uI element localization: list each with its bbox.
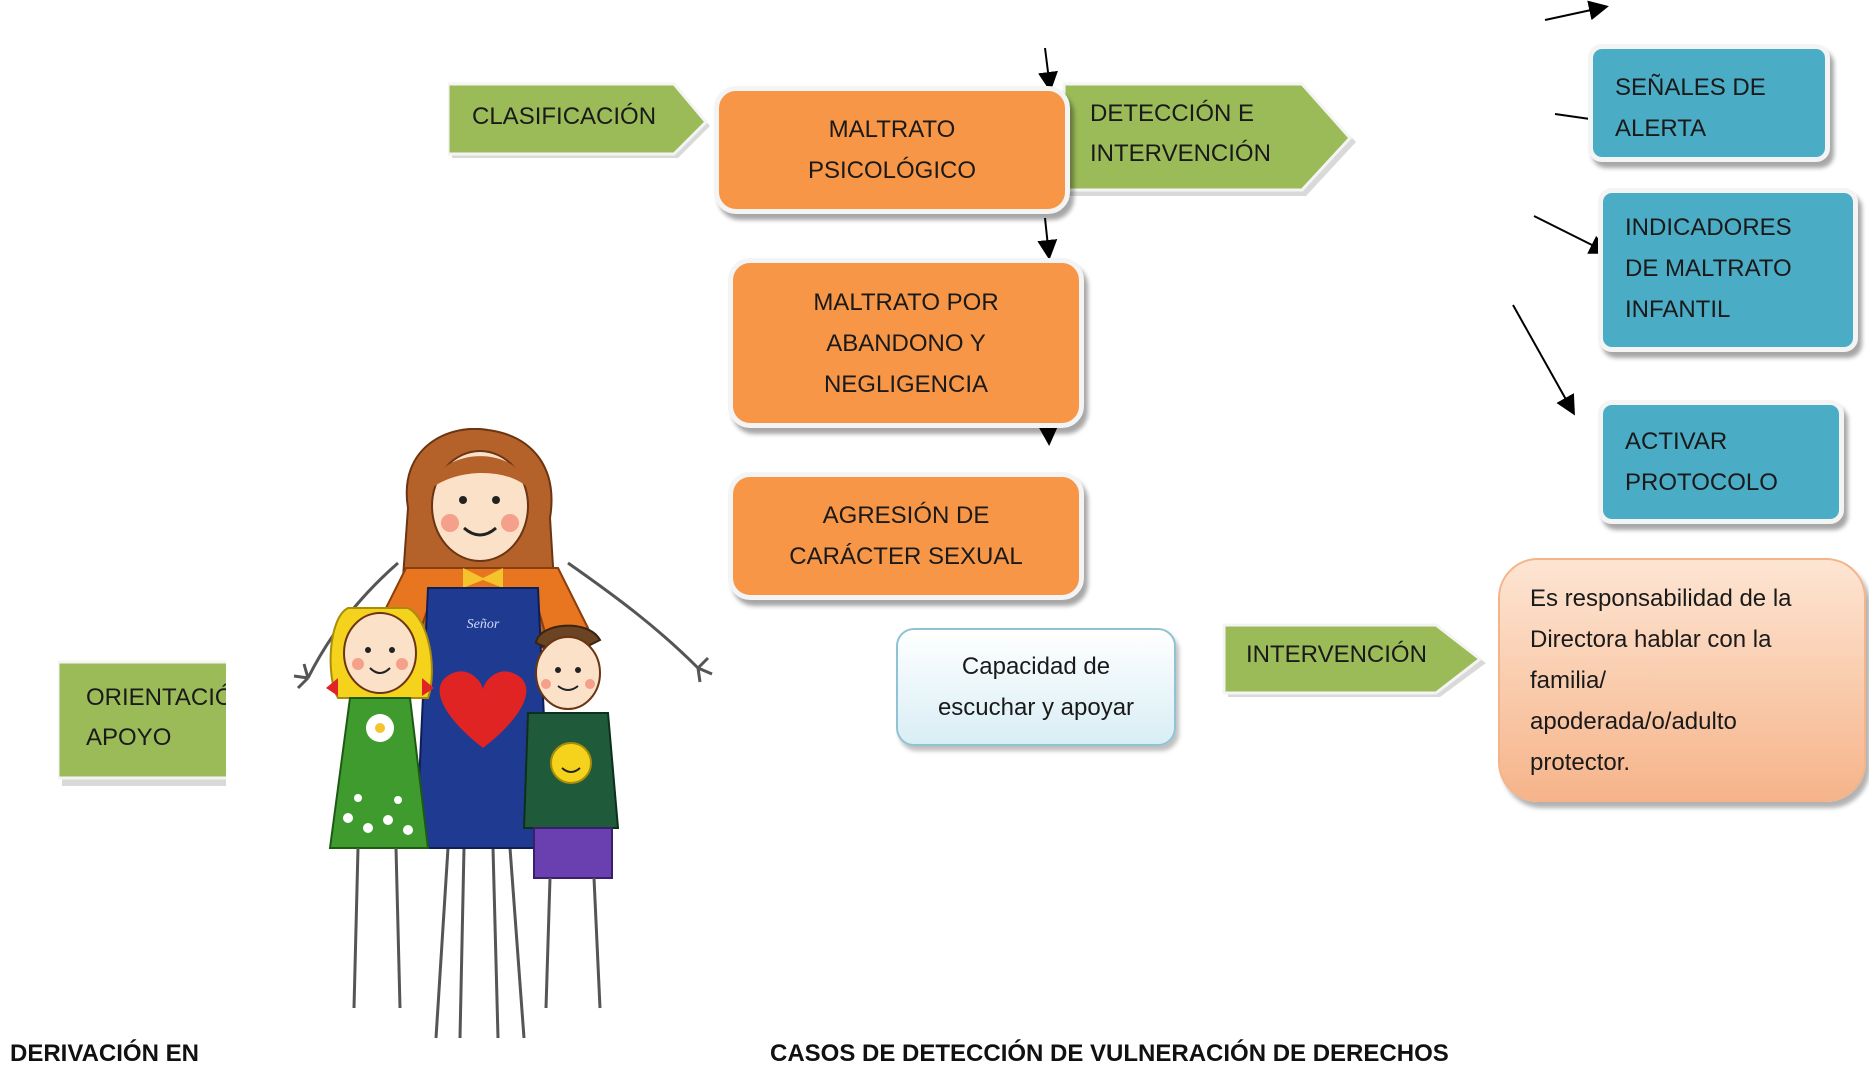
activar-protocolo-box: ACTIVAR PROTOCOLO — [1598, 400, 1844, 524]
capacidad-line1: Capacidad de — [961, 653, 1111, 680]
orientacion-box: ORIENTACIÓ APOYO — [58, 660, 226, 788]
maltrato-psicologico-box: MALTRATO PSICOLÓGICO — [714, 86, 1070, 214]
arrow-shape — [1222, 623, 1486, 697]
apron-text: Señor — [467, 617, 500, 632]
orientacion-line2: APOYO — [86, 724, 172, 751]
deteccion-label: DETECCIÓN E INTERVENCIÓN — [1090, 94, 1271, 174]
indicadores-line3: INFANTIL — [1625, 296, 1731, 323]
abandono-line2: ABANDONO Y — [826, 329, 986, 357]
activar-line1: ACTIVAR — [1625, 428, 1728, 455]
abandono-line3: NEGLIGENCIA — [823, 370, 989, 398]
orientacion-line1: ORIENTACIÓ — [86, 684, 226, 711]
senales-line2: ALERTA — [1615, 115, 1707, 142]
agresion-sexual-box: AGRESIÓN DE CARÁCTER SEXUAL — [728, 472, 1084, 600]
deteccion-line2: INTERVENCIÓN — [1090, 140, 1271, 167]
arrow-shape — [446, 82, 710, 158]
box-shape — [58, 660, 226, 786]
deteccion-arrow: DETECCIÓN E INTERVENCIÓN — [1062, 82, 1362, 200]
responsabilidad-line3: familia/ — [1530, 667, 1607, 694]
deteccion-line1: DETECCIÓN E — [1090, 100, 1255, 127]
psicologico-line2: PSICOLÓGICO — [807, 157, 977, 184]
senales-line1: SEÑALES DE — [1615, 74, 1766, 101]
intervencion-label: INTERVENCIÓN — [1246, 641, 1427, 668]
boy-figure — [522, 624, 620, 1009]
responsabilidad-line2: Directora hablar con la — [1530, 626, 1772, 653]
psicologico-line1: MALTRATO — [828, 116, 956, 143]
girl-figure — [326, 607, 434, 1009]
sexual-line2: CARÁCTER SEXUAL — [789, 543, 1023, 570]
clasificacion-label: CLASIFICACIÓN — [472, 103, 657, 130]
responsabilidad-line4: apoderada/o/adulto — [1530, 708, 1737, 735]
clasificacion-arrow: CLASIFICACIÓN — [446, 82, 718, 162]
capacidad-box: Capacidad de escuchar y apoyar — [896, 628, 1176, 746]
indicadores-box: INDICADORES DE MALTRATO INFANTIL — [1598, 188, 1858, 352]
senales-alerta-box: SEÑALES DE ALERTA — [1588, 44, 1830, 162]
arrow-shape — [1062, 82, 1356, 196]
responsabilidad-line5: protector. — [1530, 749, 1631, 776]
teacher-children-illustration: Señor — [293, 428, 713, 1039]
responsabilidad-box: Es responsabilidad de la Directora habla… — [1498, 558, 1866, 802]
activar-line2: PROTOCOLO — [1625, 469, 1778, 496]
indicadores-line2: DE MALTRATO — [1625, 255, 1792, 282]
intervencion-arrow: INTERVENCIÓN — [1222, 623, 1492, 699]
orientacion-label: ORIENTACIÓ APOYO — [86, 678, 226, 758]
abandono-line1: MALTRATO POR — [813, 288, 999, 316]
responsabilidad-line1: Es responsabilidad de la — [1530, 585, 1792, 612]
footer-left-text: DERIVACIÓN EN — [10, 1040, 199, 1067]
footer-center-text: CASOS DE DETECCIÓN DE VULNERACIÓN DE DER… — [770, 1040, 1449, 1067]
maltrato-abandono-box: MALTRATO POR ABANDONO Y NEGLIGENCIA — [728, 258, 1084, 428]
capacidad-line2: escuchar y apoyar — [937, 694, 1135, 721]
indicadores-line1: INDICADORES — [1625, 214, 1792, 241]
sexual-line1: AGRESIÓN DE — [822, 502, 990, 529]
